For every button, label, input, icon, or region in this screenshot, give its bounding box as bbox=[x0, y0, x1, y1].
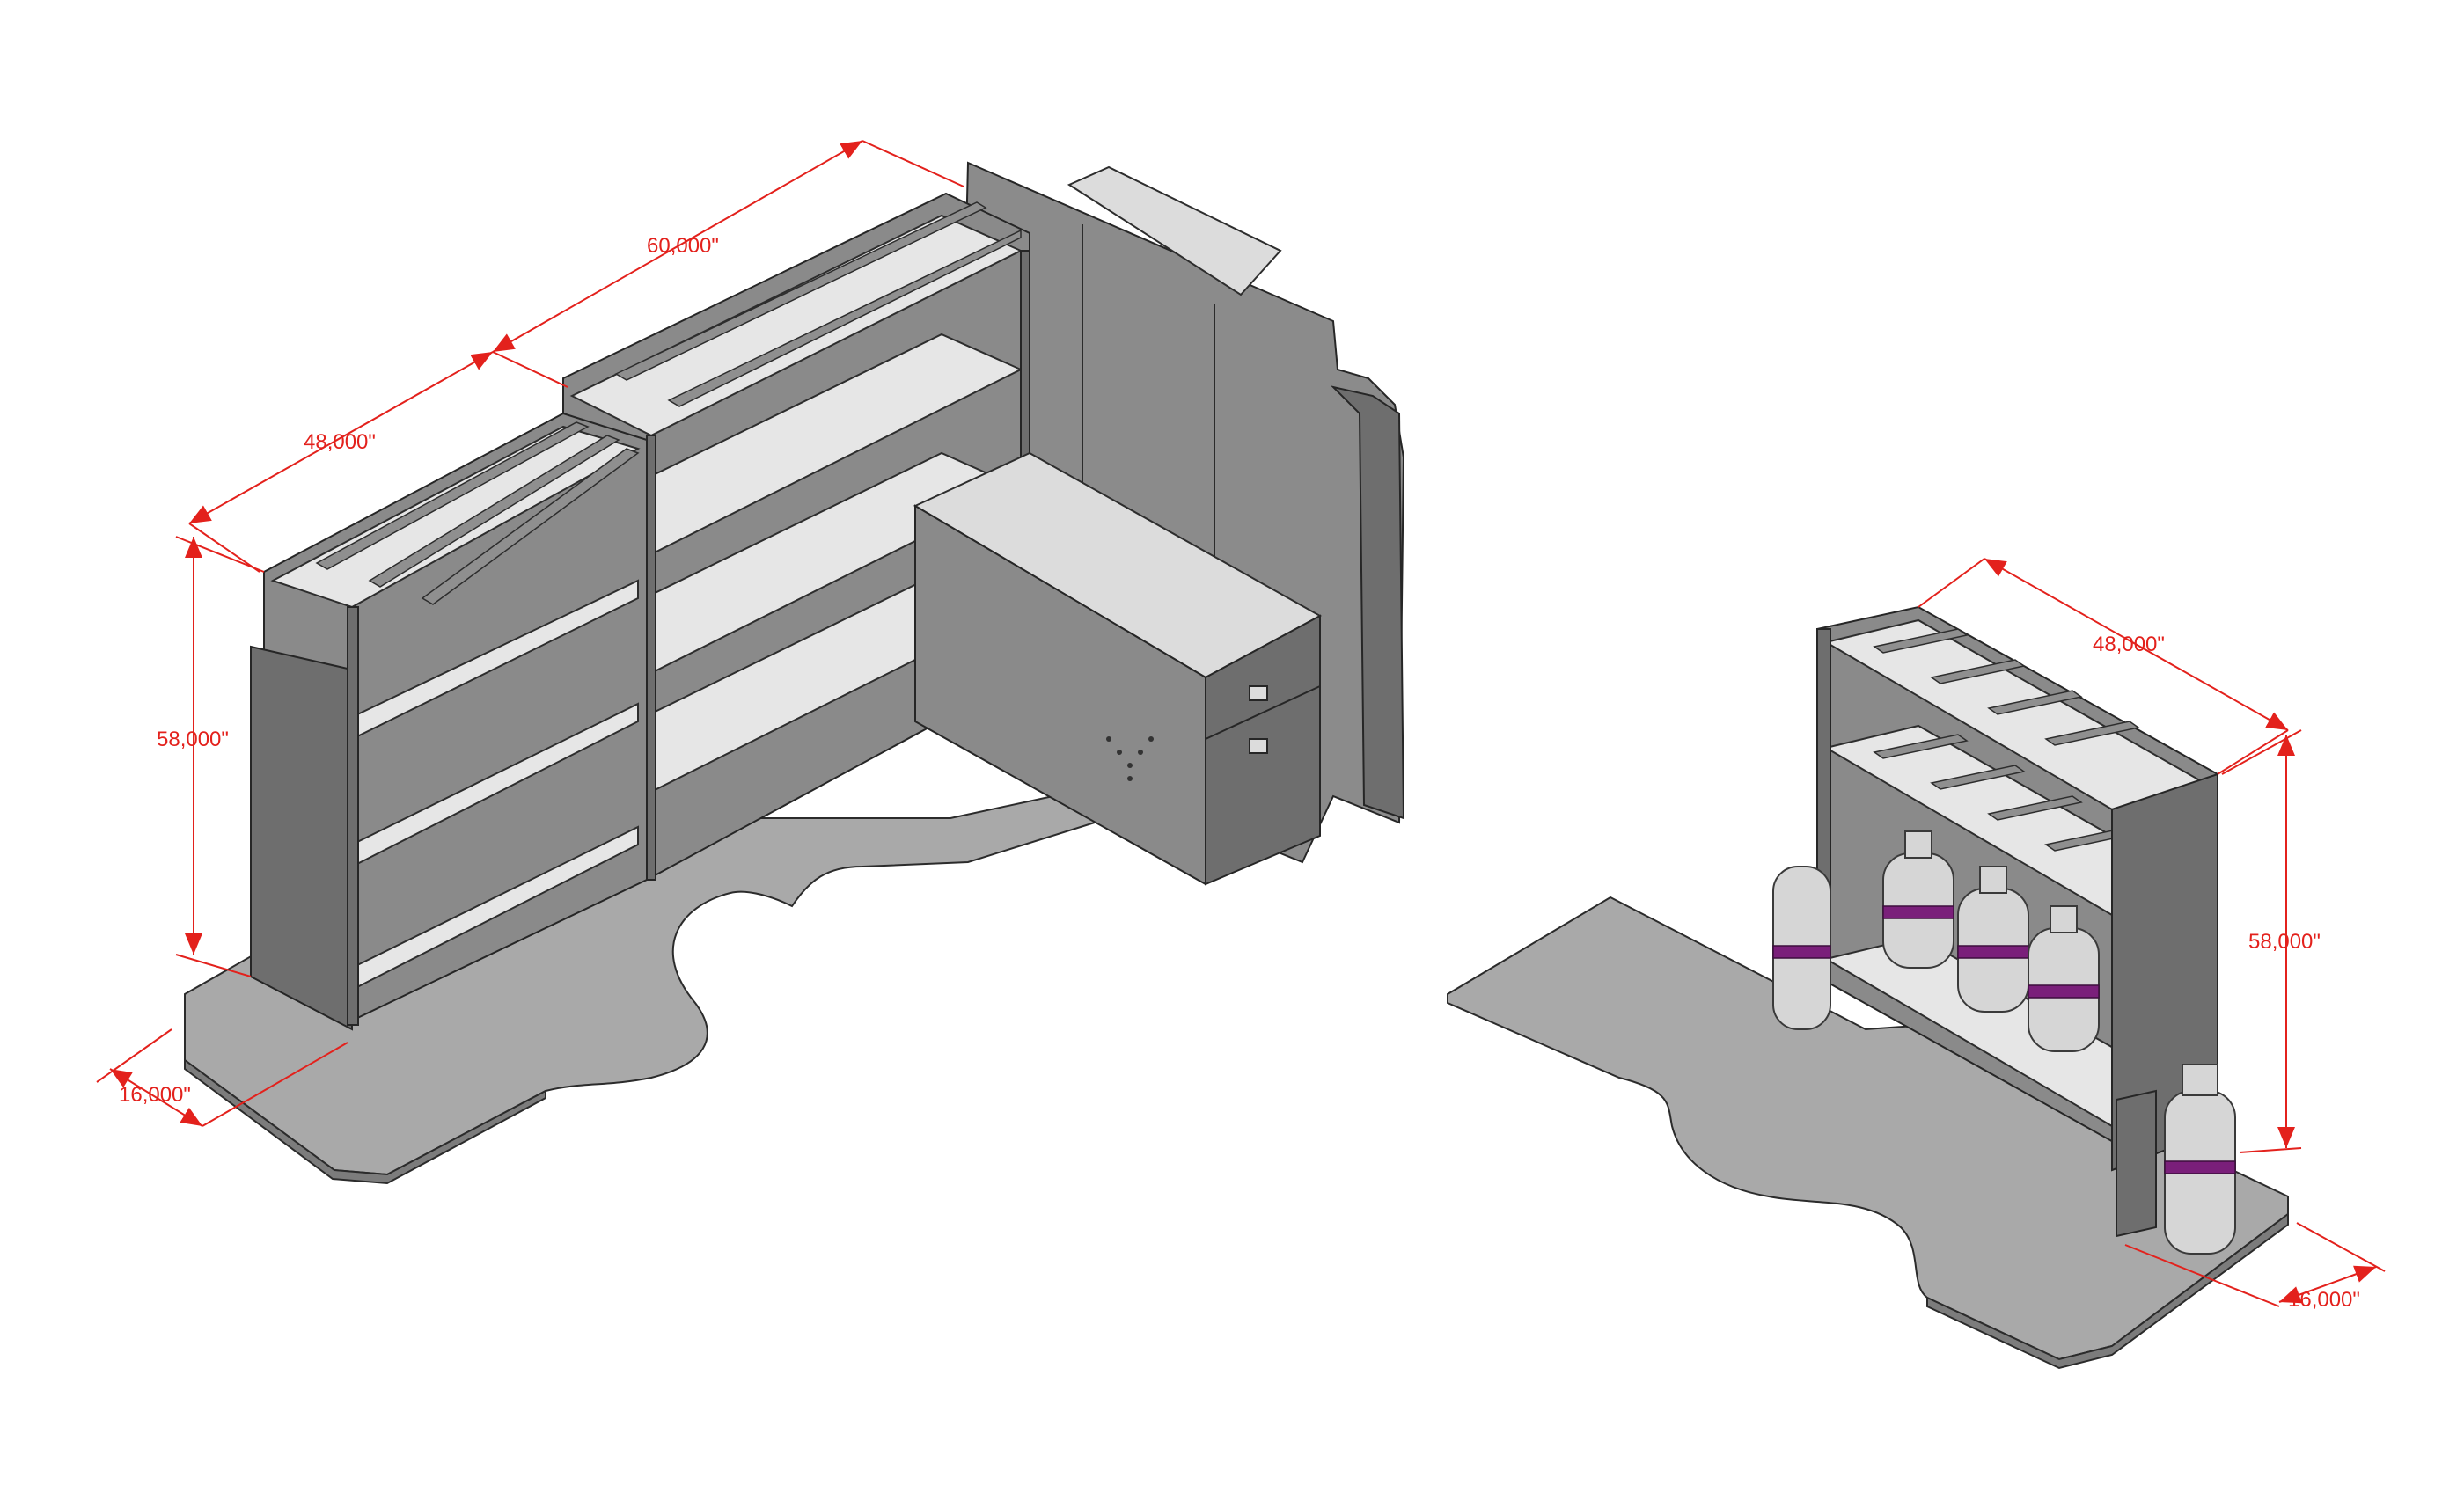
left-assembly bbox=[184, 161, 1405, 1185]
bench-cabinet bbox=[913, 451, 1323, 886]
dim-right-58: 58,000" bbox=[2248, 930, 2321, 954]
dim-left-58: 58,000" bbox=[157, 728, 229, 751]
right-assembly bbox=[1447, 605, 2289, 1370]
dim-left-48: 48,000" bbox=[304, 430, 376, 454]
right-dimensions: 48,000" 58,000" 16,000" bbox=[1918, 558, 2386, 1312]
tank-3 bbox=[2028, 905, 2100, 1052]
right-shelf-unit bbox=[1816, 605, 2218, 1172]
left-wall-top-flap bbox=[1067, 165, 1282, 296]
right-floor-edge bbox=[1926, 1212, 2289, 1370]
dim-right-48: 48,000" bbox=[2093, 633, 2165, 656]
tank-bracket bbox=[2116, 1089, 2157, 1238]
left-wall-side bbox=[1330, 385, 1405, 820]
front-unit-side-panel bbox=[250, 645, 354, 1031]
left-dimensions: 60,000" 48,000" 58,000" 16,000" bbox=[96, 140, 964, 1127]
tank-side-left bbox=[1772, 866, 1831, 1030]
dim-left-60: 60,000" bbox=[647, 234, 719, 258]
dim-right-16: 16,000" bbox=[2288, 1288, 2360, 1312]
propane-tanks bbox=[1772, 830, 2236, 1255]
right-floor-plate bbox=[1447, 896, 2289, 1361]
dim-left-16: 16,000" bbox=[119, 1083, 191, 1107]
left-floor-edge bbox=[184, 1058, 546, 1185]
tank-2 bbox=[1957, 866, 2029, 1013]
tank-1 bbox=[1882, 830, 1954, 969]
tank-side-right bbox=[2164, 1064, 2236, 1255]
